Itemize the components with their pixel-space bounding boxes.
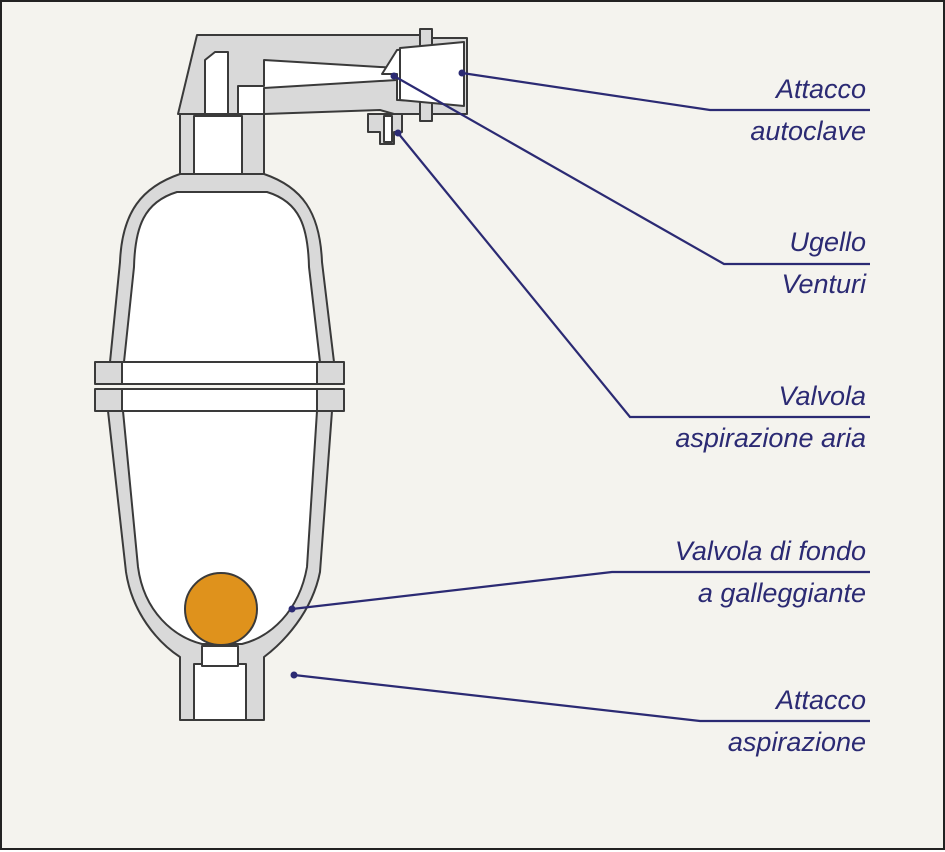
label-air-valve-line2: aspirazione aria	[675, 423, 866, 453]
mid-flange-inner-bottom	[121, 388, 318, 412]
label-suction-line2: aspirazione	[727, 727, 866, 757]
label-air-valve-line1: Valvola	[778, 381, 866, 411]
leader-dots	[288, 69, 466, 679]
leader-foot-valve	[291, 570, 870, 611]
leader-suction	[293, 673, 870, 723]
air-intake-bore	[383, 115, 393, 143]
lower-shell-inner	[122, 410, 318, 645]
float-ball	[184, 572, 258, 646]
leader-venturi	[393, 75, 870, 266]
label-autoclave: Attacco autoclave	[750, 68, 866, 152]
label-venturi: Ugello Venturi	[781, 221, 866, 305]
label-foot-valve-line2: a galleggiante	[697, 578, 866, 608]
dot-suction	[290, 671, 298, 679]
upper-shell-inner	[123, 191, 321, 363]
leader-autoclave	[461, 71, 870, 112]
label-autoclave-line1: Attacco	[775, 74, 866, 104]
suction-bore	[193, 663, 247, 721]
dot-air-valve	[394, 129, 402, 137]
float-seat	[201, 645, 239, 667]
label-venturi-line2: Venturi	[781, 269, 866, 299]
label-foot-valve: Valvola di fondo a galleggiante	[675, 530, 866, 614]
tank-body	[94, 28, 468, 721]
label-foot-valve-line1: Valvola di fondo	[674, 536, 866, 566]
mid-flange-inner-top	[121, 361, 318, 385]
dot-foot-valve	[288, 605, 296, 613]
dot-autoclave	[458, 69, 466, 77]
label-autoclave-line2: autoclave	[750, 116, 866, 146]
label-suction-line1: Attacco	[775, 685, 866, 715]
elbow-pipe-bore	[204, 51, 229, 117]
dot-venturi	[390, 72, 398, 80]
autoclave-bore	[399, 41, 465, 107]
label-air-valve: Valvola aspirazione aria	[675, 375, 866, 459]
label-venturi-line1: Ugello	[789, 227, 866, 257]
leader-lines	[291, 71, 870, 723]
leader-air-valve	[397, 132, 870, 419]
label-suction: Attacco aspirazione	[728, 679, 866, 763]
